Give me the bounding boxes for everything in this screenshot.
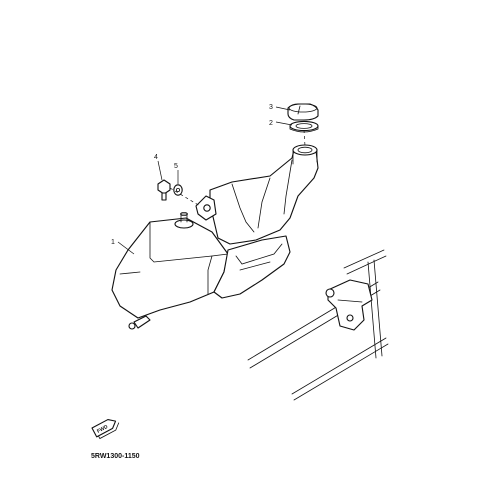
washer (173, 184, 183, 196)
callout-1: 1 (111, 239, 115, 246)
callout-2: 2 (269, 120, 273, 127)
assembly-lines (169, 129, 306, 207)
oil-tank (111, 144, 319, 330)
callout-3: 3 (269, 104, 273, 111)
frame-bracket (325, 279, 373, 331)
leader-lines (117, 106, 293, 255)
fwd-badge: FWD (91, 418, 120, 440)
callout-numbers: 1 2 3 4 5 (111, 104, 273, 246)
tank-cap (287, 103, 319, 121)
bolt (157, 179, 171, 201)
callout-5: 5 (174, 163, 178, 170)
fwd-label: FWD (96, 424, 109, 435)
callout-4: 4 (154, 154, 158, 161)
diagram-code: 5RW1300-1150 (91, 453, 140, 460)
fwd-arrow-icon (91, 418, 117, 438)
